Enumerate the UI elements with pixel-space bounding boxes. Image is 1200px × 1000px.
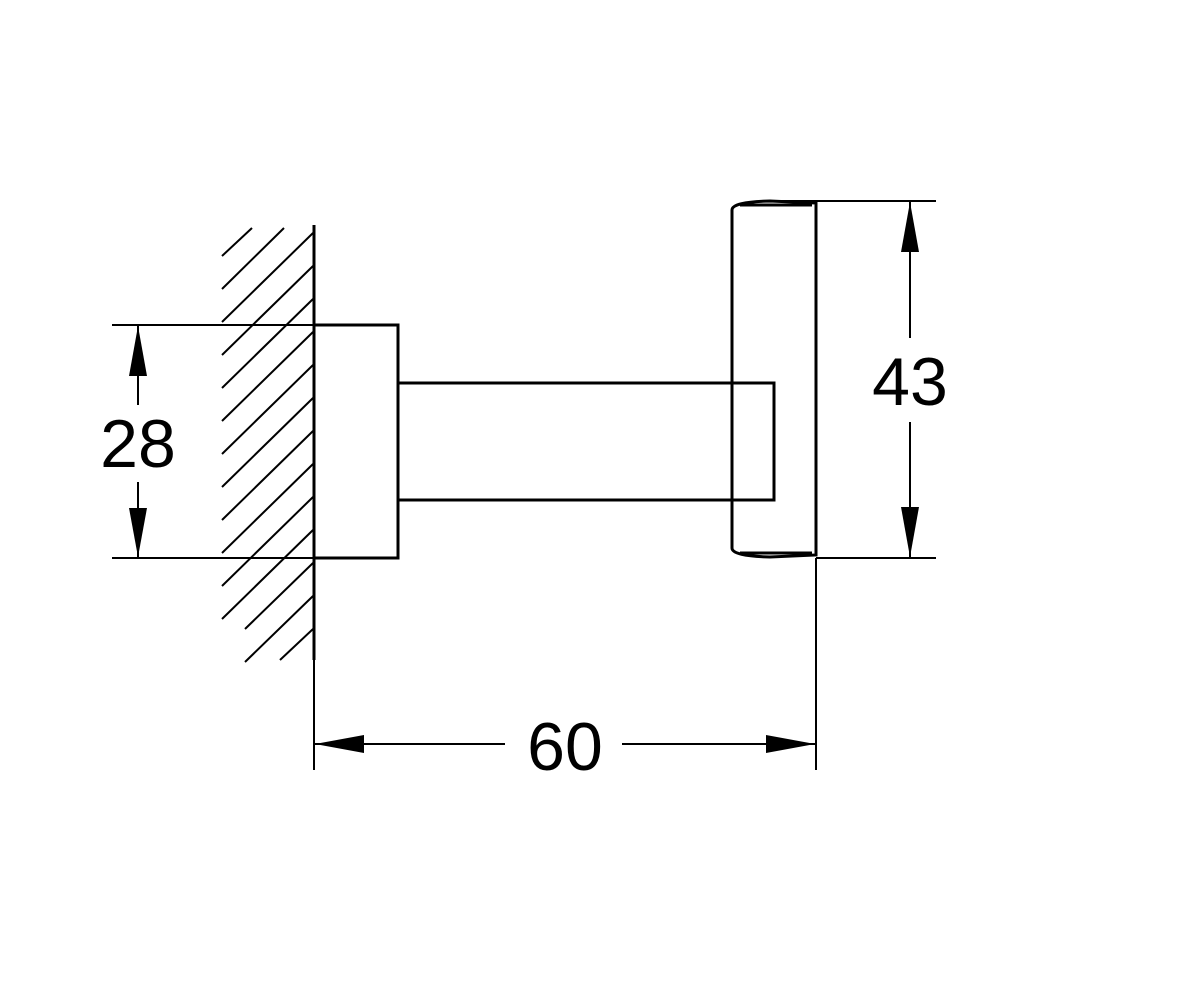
dimension-backplate-height: 28 [100, 324, 314, 559]
dimension-arm-length: 60 [313, 558, 817, 785]
arrow-down [129, 508, 147, 557]
arrow-up [901, 202, 919, 252]
dimension-label-arm-length: 60 [527, 709, 603, 785]
wall-hatching [221, 227, 314, 663]
arrow-right [766, 735, 815, 753]
dimension-cap-height: 43 [770, 200, 948, 559]
dimension-label-backplate-height: 28 [100, 406, 176, 482]
arrow-up [129, 326, 147, 376]
hook-arm [396, 381, 776, 502]
hook-cap [730, 199, 818, 559]
backplate [312, 323, 400, 560]
arrow-left [315, 735, 364, 753]
dimension-label-cap-height: 43 [872, 344, 948, 420]
arrow-down [901, 507, 919, 557]
